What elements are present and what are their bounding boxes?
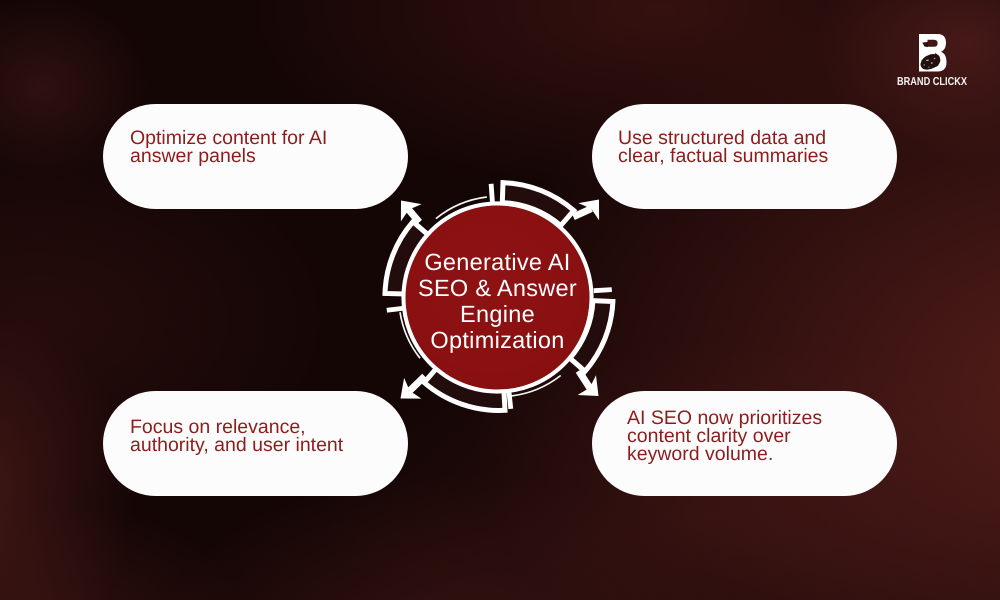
svg-text:BRAND CLICKX: BRAND CLICKX [897, 76, 967, 88]
